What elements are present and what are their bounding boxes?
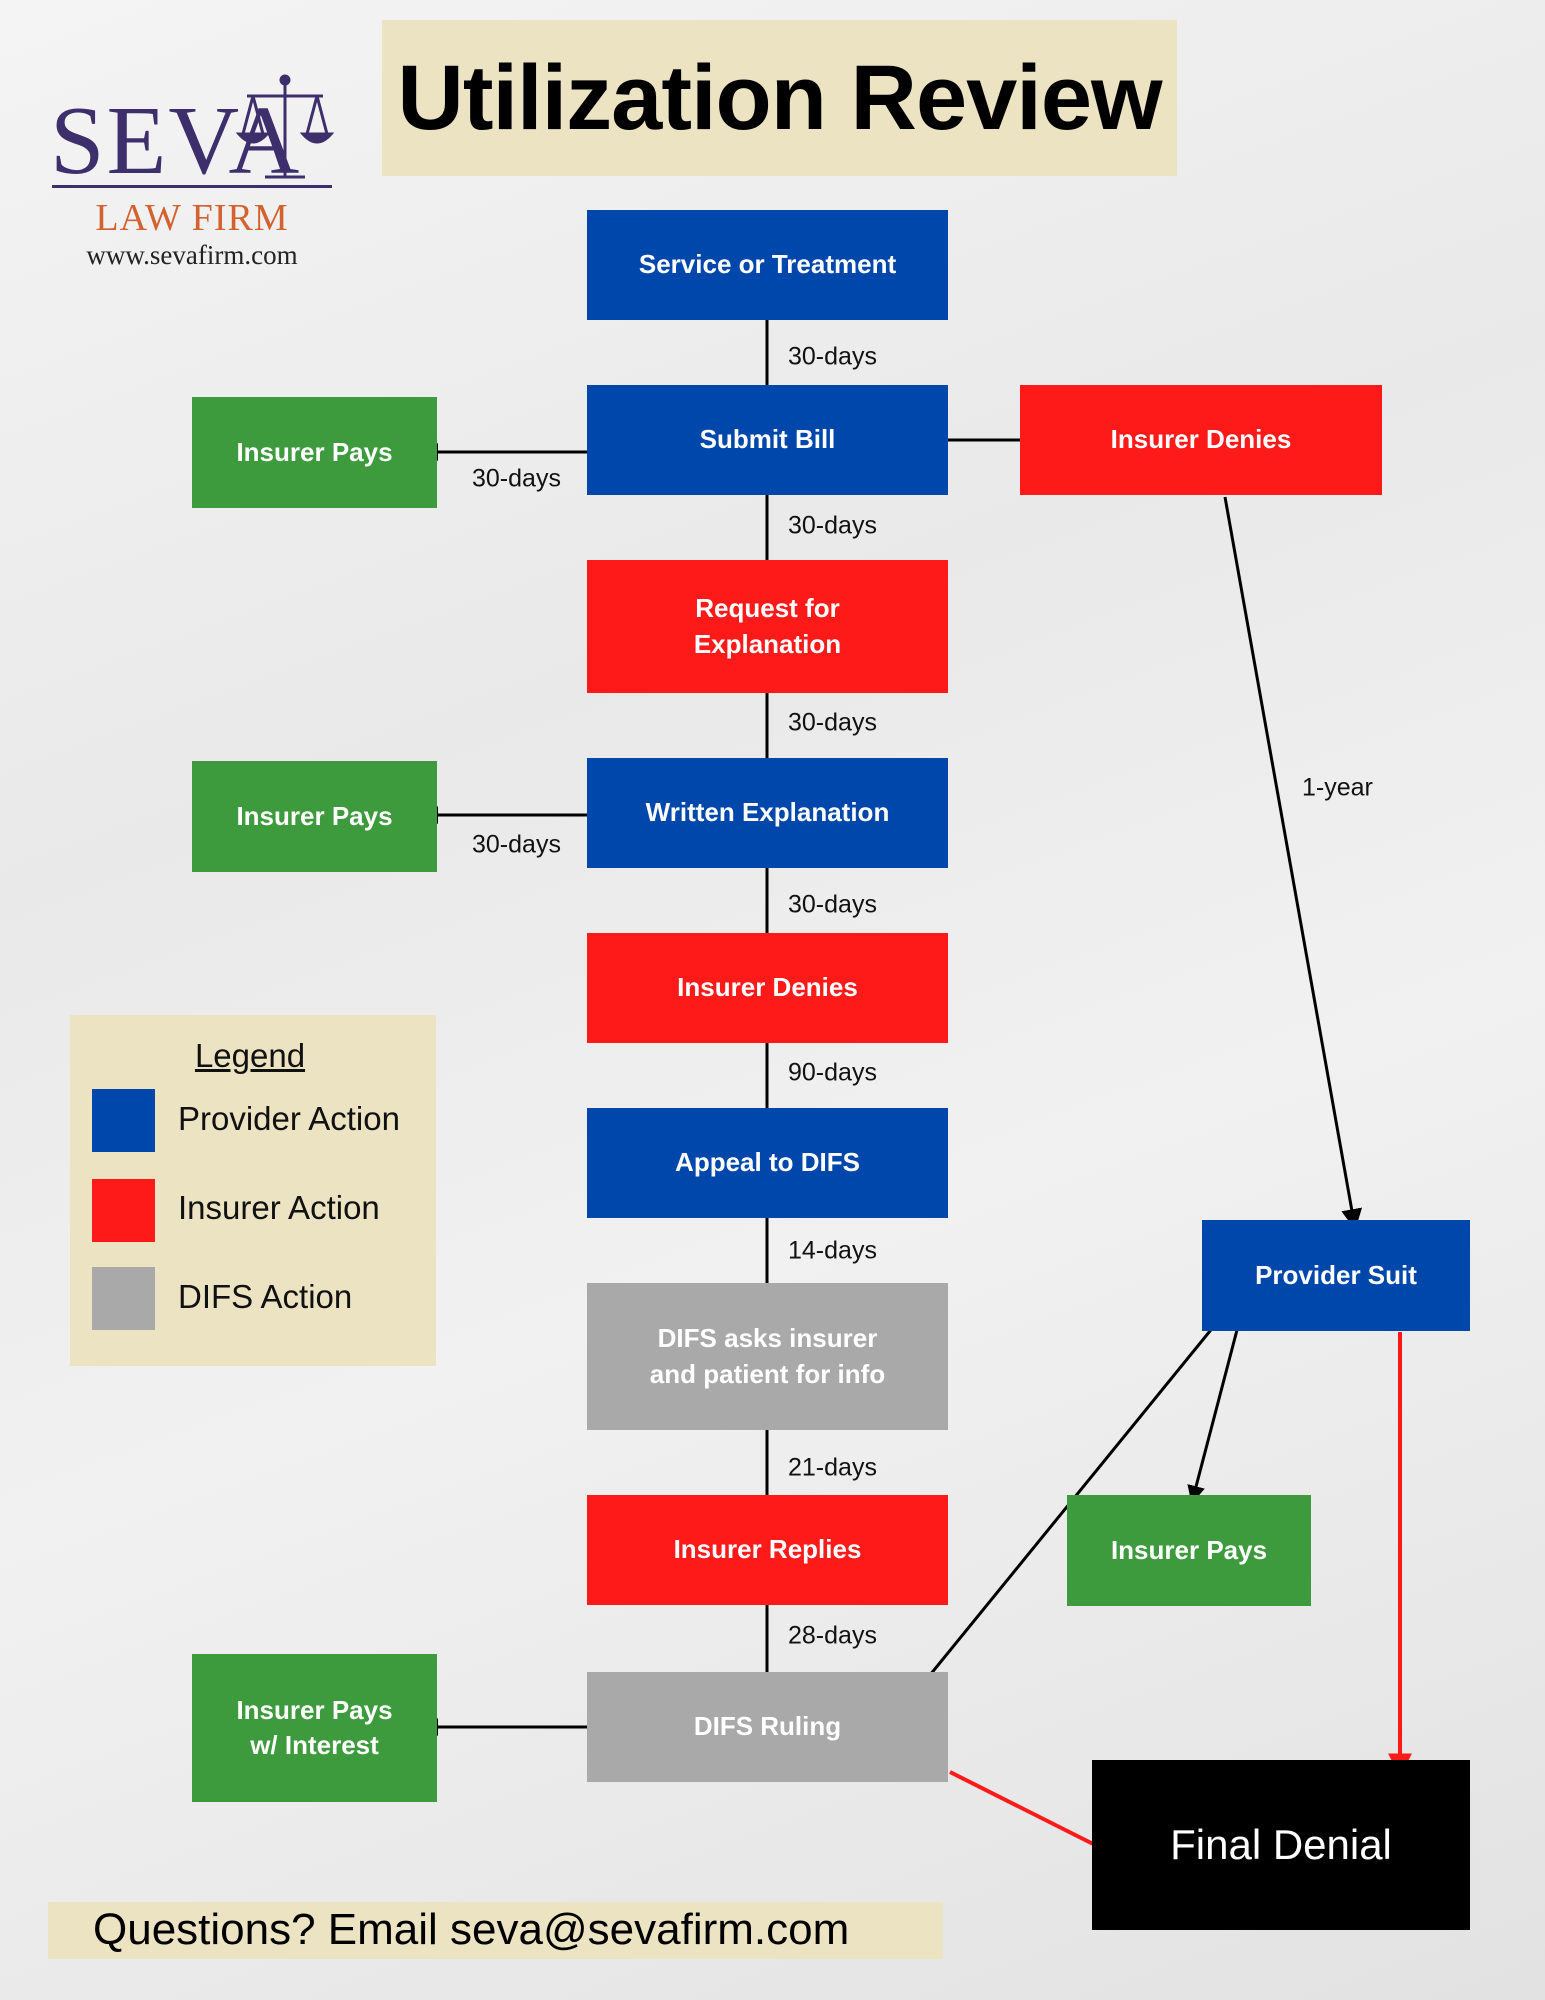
edge-label-bill-to-request: 30-days — [788, 511, 877, 540]
node-submit-bill: Submit Bill — [587, 385, 948, 495]
edge-label-written-to-denies: 30-days — [788, 890, 877, 919]
edge-label-denies-to-suit: 1-year — [1302, 773, 1373, 802]
arrow-ruling-to-suit — [928, 1286, 1247, 1676]
legend-title: Legend — [194, 1037, 306, 1074]
scales-of-justice-icon — [235, 74, 335, 179]
arrow-suit-to-pays — [1187, 1329, 1239, 1504]
node-insurer-pays-1: Insurer Pays — [192, 397, 437, 508]
node-insurer-denies: Insurer Denies — [587, 933, 948, 1043]
legend-label-provider: Provider Action — [178, 1100, 400, 1137]
title-band: Utilization Review — [382, 20, 1177, 176]
edge-label-service-to-bill: 30-days — [788, 342, 877, 371]
page-title: Utilization Review — [397, 46, 1162, 149]
node-insurer-denies-right: Insurer Denies — [1020, 385, 1382, 495]
node-final-denial: Final Denial — [1092, 1760, 1470, 1930]
logo-url: www.sevafirm.com — [86, 240, 298, 270]
arrow-denies-to-suit — [1223, 496, 1363, 1231]
node-written-explanation: Written Explanation — [587, 758, 948, 868]
legend-swatch-insurer — [92, 1179, 155, 1242]
footer-contact: Questions? Email seva@sevafirm.com — [93, 1905, 850, 1954]
legend-label-insurer: Insurer Action — [178, 1189, 380, 1226]
edge-label-replies-to-ruling: 28-days — [788, 1621, 877, 1650]
node-difs-ruling: DIFS Ruling — [587, 1672, 948, 1782]
edge-label-written-to-pays: 30-days — [472, 830, 561, 859]
logo-divider — [52, 185, 332, 188]
legend-swatch-provider — [92, 1089, 155, 1152]
node-insurer-pays-3: Insurer Pays — [1067, 1495, 1311, 1606]
node-insurer-pays-with-interest: Insurer Pays w/ Interest — [192, 1654, 437, 1802]
legend: Legend Provider Action Insurer Action DI… — [70, 1015, 436, 1366]
edge-label-denies-to-appeal: 90-days — [788, 1058, 877, 1087]
node-insurer-replies: Insurer Replies — [587, 1495, 948, 1605]
legend-label-difs: DIFS Action — [178, 1278, 353, 1315]
edge-label-asks-to-replies: 21-days — [788, 1453, 877, 1482]
node-provider-suit: Provider Suit — [1202, 1220, 1470, 1331]
node-insurer-pays-2: Insurer Pays — [192, 761, 437, 872]
footer-band: Questions? Email seva@sevafirm.com — [48, 1902, 943, 1959]
node-service-or-treatment: Service or Treatment — [587, 210, 948, 320]
node-request-for-explanation: Request for Explanation — [587, 560, 948, 693]
edge-label-appeal-to-asks: 14-days — [788, 1236, 877, 1265]
arrow-ruling-to-final — [949, 1770, 1120, 1858]
edge-label-request-to-written: 30-days — [788, 708, 877, 737]
legend-swatch-difs — [92, 1267, 155, 1330]
node-appeal-to-difs: Appeal to DIFS — [587, 1108, 948, 1218]
edge-label-bill-to-pays: 30-days — [472, 464, 561, 493]
node-difs-asks-for-info: DIFS asks insurer and patient for info — [587, 1283, 948, 1430]
logo-subtitle: LAW FIRM — [95, 197, 289, 239]
